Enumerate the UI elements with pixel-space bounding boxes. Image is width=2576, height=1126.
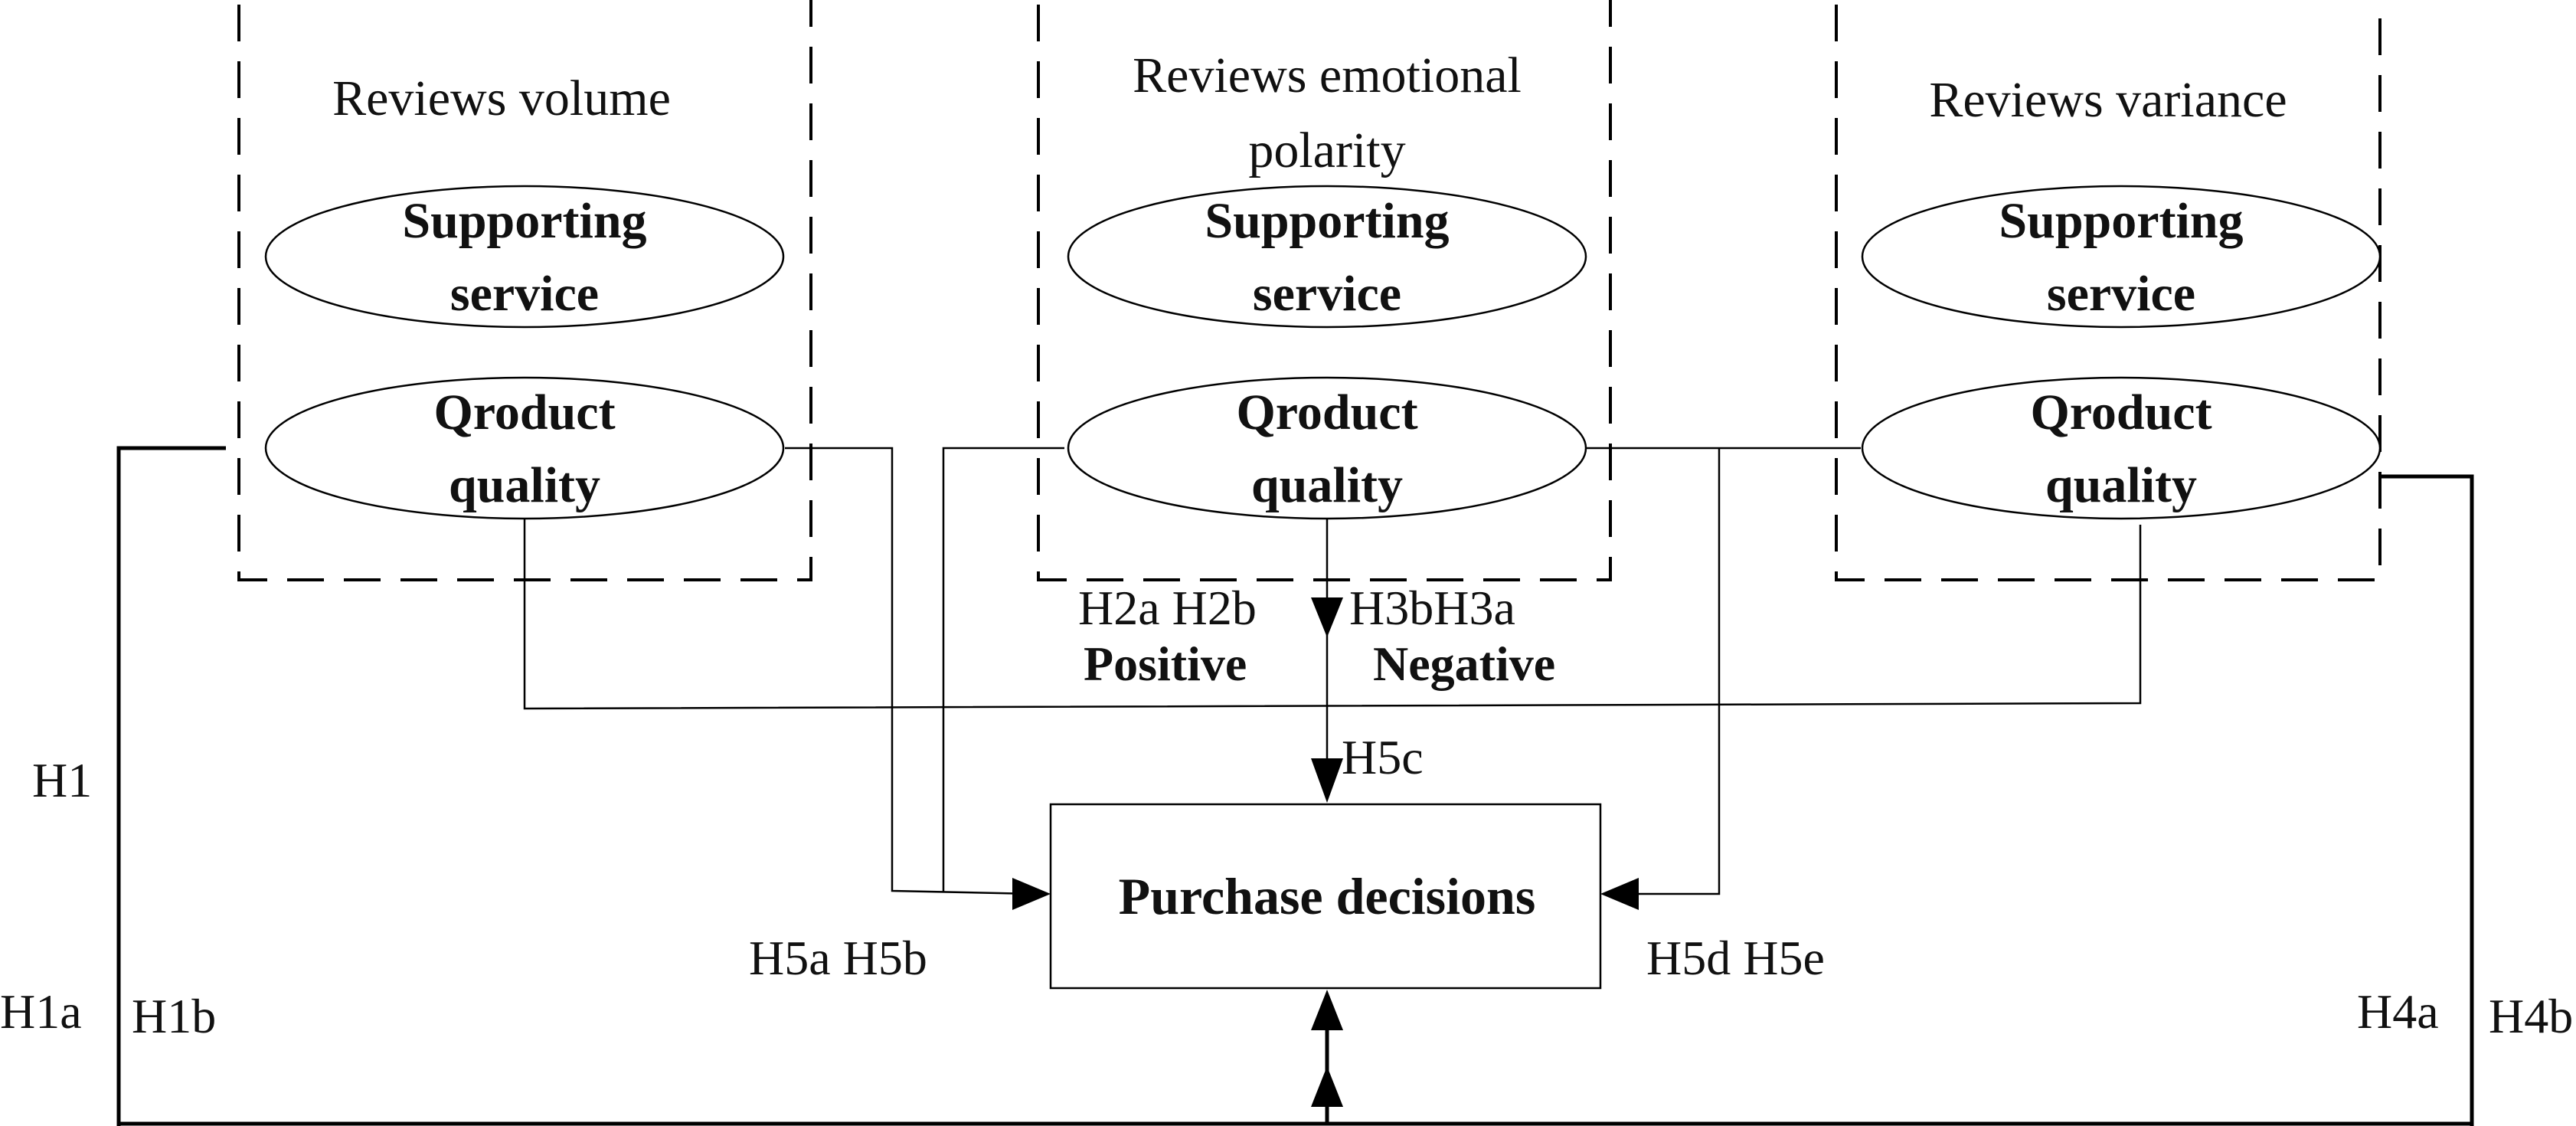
oval-supporting-service-volume xyxy=(264,185,785,329)
connector-h5a xyxy=(785,447,1035,895)
oval-text-ss-polarity-2: service xyxy=(1253,266,1401,322)
arrowhead-h5c-down xyxy=(1311,758,1343,803)
arrowhead-bottom-up-1 xyxy=(1311,990,1343,1030)
oval-text-pq-polarity-1: Qroduct xyxy=(1236,385,1417,440)
label-h1b: H1b xyxy=(132,989,216,1043)
oval-product-quality-polarity xyxy=(1067,376,1587,520)
connector-h5-middle xyxy=(523,517,2142,710)
label-h5d-h5e: H5d H5e xyxy=(1646,931,1825,985)
label-h3b-h3a: H3bH3a xyxy=(1349,581,1515,635)
arrowhead-h5de-left xyxy=(1600,878,1639,910)
group-title-variance: Reviews variance xyxy=(1929,72,2287,128)
oval-supporting-service-polarity xyxy=(1067,185,1587,329)
oval-text-pq-volume-2: quality xyxy=(449,457,600,513)
connector-h4-outer xyxy=(2381,474,2474,1126)
oval-text-ss-volume-2: service xyxy=(450,266,599,322)
oval-text-pq-polarity-2: quality xyxy=(1251,457,1403,513)
arrowhead-h5ab-right xyxy=(1012,878,1051,910)
label-h5c: H5c xyxy=(1342,730,1424,784)
label-h1a: H1a xyxy=(0,984,82,1039)
label-h4a: H4a xyxy=(2357,984,2439,1039)
connector-h5b xyxy=(942,447,1064,892)
label-h2a-h2b: H2a H2b xyxy=(1078,581,1257,635)
oval-text-ss-volume-1: Supporting xyxy=(402,193,646,249)
oval-product-quality-variance xyxy=(1861,376,2381,520)
purchase-decisions-box xyxy=(1049,803,1602,990)
oval-text-ss-variance-1: Supporting xyxy=(1999,193,2243,249)
arrowhead-bottom-up-2 xyxy=(1311,1066,1343,1107)
oval-text-ss-polarity-1: Supporting xyxy=(1205,193,1449,249)
purchase-decisions-label: Purchase decisions xyxy=(1119,867,1536,925)
oval-product-quality-volume xyxy=(264,376,785,520)
group-title-polarity-line2: polarity xyxy=(1248,123,1405,178)
label-negative: Negative xyxy=(1373,637,1555,691)
oval-text-pq-volume-1: Qroduct xyxy=(433,385,615,440)
oval-supporting-service-variance xyxy=(1861,185,2381,329)
label-h1: H1 xyxy=(32,753,92,807)
label-h5a-h5b: H5a H5b xyxy=(749,931,927,985)
oval-text-pq-variance-1: Qroduct xyxy=(2030,385,2212,440)
oval-text-pq-variance-2: quality xyxy=(2045,457,2197,513)
label-h4b: H4b xyxy=(2489,989,2573,1043)
group-box-polarity xyxy=(1037,0,1612,581)
group-title-polarity-line1: Reviews emotional xyxy=(1133,47,1522,103)
arrowhead-h2-down xyxy=(1311,597,1343,637)
label-positive: Positive xyxy=(1084,637,1247,691)
connector-h5e xyxy=(1627,448,1721,895)
group-title-volume: Reviews volume xyxy=(332,70,671,126)
oval-text-ss-variance-2: service xyxy=(2047,266,2195,322)
connector-h1-outer xyxy=(116,446,226,1126)
